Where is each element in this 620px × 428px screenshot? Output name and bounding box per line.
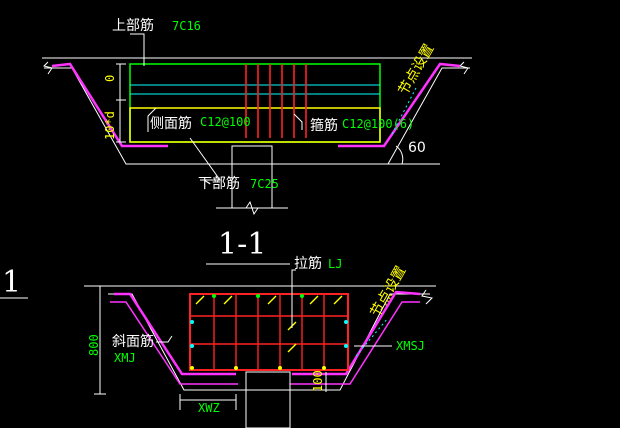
upper-stirrups [245, 64, 307, 138]
lower-slab-bar [114, 292, 236, 376]
lower-section: 拉筋 LJ 斜面筋 XMJ XMSJ XWZ 800 100 节点设置 [84, 255, 436, 428]
left-marker: 1 [2, 265, 21, 300]
side-bar-label: 侧面筋 [150, 115, 192, 132]
stirrup-leader [293, 113, 303, 130]
upper-dimensions [116, 63, 126, 143]
tie-hook [267, 295, 277, 305]
lower-slab-bar-right [292, 290, 421, 376]
dim-bottom-label: 100 [311, 370, 325, 392]
stirrup-label: 箍筋 [310, 117, 338, 134]
top-bar-spec: 7C16 [172, 19, 201, 33]
rebar-dot [234, 366, 238, 370]
rebar-dot [300, 294, 304, 298]
lower-tie-hooks [195, 295, 343, 353]
tie-hook [309, 295, 319, 305]
lower-slab-bar-inner [110, 301, 238, 385]
upper-break-left [43, 61, 53, 75]
upper-node-label: 节点设置 [396, 42, 438, 98]
dim-side-label: 10*d [103, 111, 117, 140]
dim-height-label: 800 [87, 334, 101, 356]
rebar-dot [322, 366, 326, 370]
top-bar-leader [130, 33, 145, 66]
bottom-bar-label: 下部筋 [198, 175, 240, 192]
rebar-dot [190, 366, 194, 370]
tie-leader [291, 269, 296, 328]
lower-cage [189, 293, 349, 371]
rebar-dot [344, 320, 348, 324]
lower-dimensions [94, 285, 327, 410]
side-bar-leader [147, 107, 157, 132]
upper-break-right [459, 61, 469, 75]
tie-hook [287, 343, 297, 353]
upper-section: 上部筋 7C16 侧面筋 C12@100 箍筋 C12@100(6) 下部筋 7… [42, 17, 472, 216]
angle-arc [395, 145, 404, 165]
tie-spec: LJ [328, 257, 342, 271]
lower-node-leader [355, 317, 389, 357]
upper-slab-bar [51, 62, 168, 148]
slope-leader [156, 335, 173, 343]
xmsj-spec: XMSJ [396, 339, 425, 353]
slope-spec: XMJ [114, 351, 136, 365]
xwz-spec: XWZ [198, 401, 220, 415]
upper-column-break [216, 200, 288, 216]
lower-rebar-dots [190, 294, 348, 370]
rebar-dot [344, 344, 348, 348]
stirrup-spec: C12@100(6) [342, 117, 414, 131]
upper-bottom-rebar-box [129, 107, 381, 143]
tie-hook [333, 295, 343, 305]
rebar-dot [278, 366, 282, 370]
top-bar-label: 上部筋 [112, 17, 154, 34]
tie-label: 拉筋 [294, 255, 322, 272]
rebar-dot [190, 344, 194, 348]
rebar-dot [190, 320, 194, 324]
lower-cage-grid [190, 294, 348, 370]
lower-slab-bar-inner-right [290, 301, 420, 385]
node-leader [391, 87, 417, 135]
tie-hook [195, 295, 205, 305]
lower-break-right [421, 289, 434, 305]
rebar-dot [256, 294, 260, 298]
upper-slab-bar-right [338, 62, 461, 148]
lower-column-stub [245, 371, 291, 428]
tie-hook [223, 295, 233, 305]
bottom-bar-spec: 7C25 [250, 177, 279, 191]
slope-label: 斜面筋 [112, 333, 154, 350]
dim-top-label: 0 [103, 75, 117, 82]
side-bar-spec: C12@100 [200, 115, 251, 129]
bottom-bar-leader [189, 137, 221, 181]
rebar-dot [212, 294, 216, 298]
section-title: 1-1 [218, 227, 266, 262]
angle-label: 60 [408, 140, 426, 156]
